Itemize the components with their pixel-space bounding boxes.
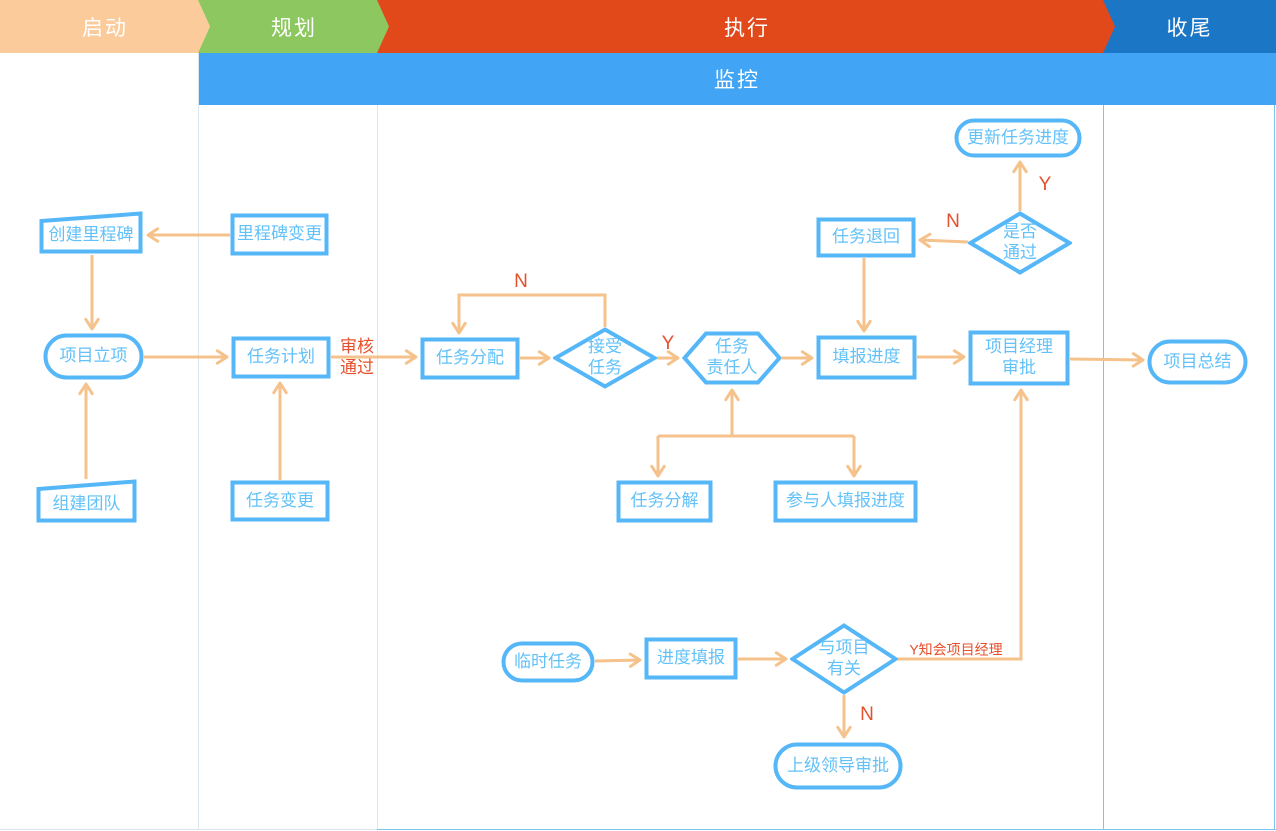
- connector-accepttask-n-loop: [451, 293, 607, 335]
- phase-header-exec[interactable]: 执行: [377, 0, 1117, 53]
- task-plan-shape: [231, 336, 331, 379]
- phase-header-close[interactable]: 收尾: [1103, 0, 1276, 53]
- node-temp-task-label: 临时任务: [514, 651, 582, 671]
- monitor-lane-header[interactable]: 监控: [198, 53, 1276, 105]
- node-task-assign-label: 任务分配: [436, 348, 504, 368]
- node-task-change-label: 任务变更: [246, 490, 314, 510]
- edge-label-accepttask-n-loop: N: [514, 271, 528, 293]
- progress-report-shape: [644, 637, 738, 680]
- edge-label-related-y-to-pmapproval: Y知会项目经理: [909, 641, 1003, 658]
- pm-approval-shape: [968, 330, 1070, 386]
- node-task-owner[interactable]: 任务 责任人: [682, 331, 782, 385]
- task-decompose-shape: [616, 480, 713, 523]
- node-pm-approval-label: 项目经理 审批: [985, 337, 1053, 377]
- phase-header-plan-label: 规划: [271, 16, 317, 40]
- node-task-plan[interactable]: 任务计划: [231, 336, 331, 379]
- node-progress-report-label: 进度填报: [657, 648, 725, 668]
- node-create-milestone[interactable]: 创建里程碑: [39, 211, 143, 254]
- team-building-shape: [36, 479, 137, 523]
- node-project-initiation-label: 项目立项: [59, 346, 128, 366]
- node-leader-approval-label: 上级领导审批: [787, 755, 889, 775]
- node-pm-approval[interactable]: 项目经理 审批: [968, 330, 1070, 386]
- task-return-shape: [816, 217, 916, 258]
- leader-approval-shape: [773, 742, 903, 790]
- task-owner-shape: [682, 331, 782, 385]
- node-milestone-change-label: 里程碑变更: [237, 224, 322, 244]
- right-border: [1274, 105, 1275, 830]
- bottom-border-right: [377, 829, 1276, 830]
- task-change-shape: [230, 480, 330, 522]
- update-task-progress-shape: [954, 118, 1082, 158]
- node-temp-task[interactable]: 临时任务: [501, 641, 595, 683]
- column-divider-start-plan: [198, 53, 199, 830]
- column-divider-exec-close: [1103, 105, 1104, 830]
- node-project-summary[interactable]: 项目总结: [1147, 339, 1248, 385]
- fill-progress-shape: [816, 335, 917, 380]
- edge-label-related-n-to-leaderapproval: N: [860, 704, 874, 726]
- connector-related-y-to-pmapproval: [898, 388, 1029, 661]
- phase-header-close-label: 收尾: [1166, 16, 1213, 40]
- connector-pmapproval-to-summary: [1069, 352, 1145, 368]
- node-task-decompose-label: 任务分解: [630, 491, 699, 511]
- project-related-shape: [790, 623, 898, 695]
- node-pass-decision[interactable]: 是否 通过: [968, 211, 1072, 275]
- task-assign-shape: [420, 337, 520, 380]
- accept-task-shape: [553, 327, 657, 389]
- create-milestone-shape: [39, 211, 143, 254]
- edge-label-passdecision-y-to-update: Y: [1038, 174, 1052, 196]
- node-fill-progress-label: 填报进度: [832, 347, 901, 367]
- node-task-return-label: 任务退回: [832, 227, 900, 247]
- node-update-task-progress-label: 更新任务进度: [967, 127, 1069, 147]
- phase-header-exec-label: 执行: [724, 16, 770, 40]
- node-project-initiation[interactable]: 项目立项: [43, 333, 144, 380]
- pass-decision-shape: [968, 211, 1072, 275]
- node-milestone-change[interactable]: 里程碑变更: [230, 213, 329, 256]
- node-task-return[interactable]: 任务退回: [816, 217, 916, 258]
- node-team-building-label: 组建团队: [52, 493, 121, 513]
- connector-temptask-to-progressreport: [594, 652, 642, 668]
- phase-header-plan[interactable]: 规划: [198, 0, 390, 53]
- connector-passdecision-n-to-taskreturn: [918, 232, 969, 249]
- node-create-milestone-label: 创建里程碑: [48, 225, 134, 245]
- node-progress-report[interactable]: 进度填报: [644, 637, 738, 680]
- monitor-lane-label: 监控: [714, 69, 760, 92]
- participant-progress-shape: [773, 480, 918, 523]
- node-participant-progress[interactable]: 参与人填报进度: [773, 480, 918, 523]
- column-divider-plan-exec: [377, 105, 378, 830]
- node-leader-approval[interactable]: 上级领导审批: [773, 742, 903, 790]
- node-task-plan-label: 任务计划: [247, 347, 315, 367]
- node-pass-decision-label: 是否 通过: [1003, 222, 1037, 262]
- edge-label-initiation-to-taskplan: 审核 通过: [340, 336, 374, 377]
- node-update-task-progress[interactable]: 更新任务进度: [954, 118, 1082, 158]
- node-task-assign[interactable]: 任务分配: [420, 337, 520, 380]
- bottom-border-left: [0, 829, 377, 830]
- project-initiation-shape: [43, 333, 144, 380]
- node-project-related-label: 与项目 有关: [818, 638, 870, 678]
- phase-header-start-label: 启动: [82, 16, 128, 40]
- project-summary-shape: [1147, 339, 1248, 385]
- node-task-decompose[interactable]: 任务分解: [616, 480, 713, 523]
- node-task-owner-label: 任务 责任人: [706, 337, 758, 377]
- edge-label-accepttask-y-to-taskowner: Y: [661, 333, 675, 355]
- node-participant-progress-label: 参与人填报进度: [786, 491, 905, 511]
- node-accept-task[interactable]: 接受 任务: [553, 327, 657, 389]
- node-project-summary-label: 项目总结: [1163, 351, 1232, 371]
- edge-label-passdecision-n-to-taskreturn: N: [946, 211, 960, 233]
- node-project-related[interactable]: 与项目 有关: [790, 623, 898, 695]
- node-task-change[interactable]: 任务变更: [230, 480, 330, 522]
- phase-header-start[interactable]: 启动: [0, 0, 210, 53]
- node-fill-progress[interactable]: 填报进度: [816, 335, 917, 380]
- milestone-change-shape: [230, 213, 329, 256]
- node-accept-task-label: 接受 任务: [588, 337, 622, 377]
- node-team-building[interactable]: 组建团队: [36, 479, 137, 523]
- temp-task-shape: [501, 641, 595, 683]
